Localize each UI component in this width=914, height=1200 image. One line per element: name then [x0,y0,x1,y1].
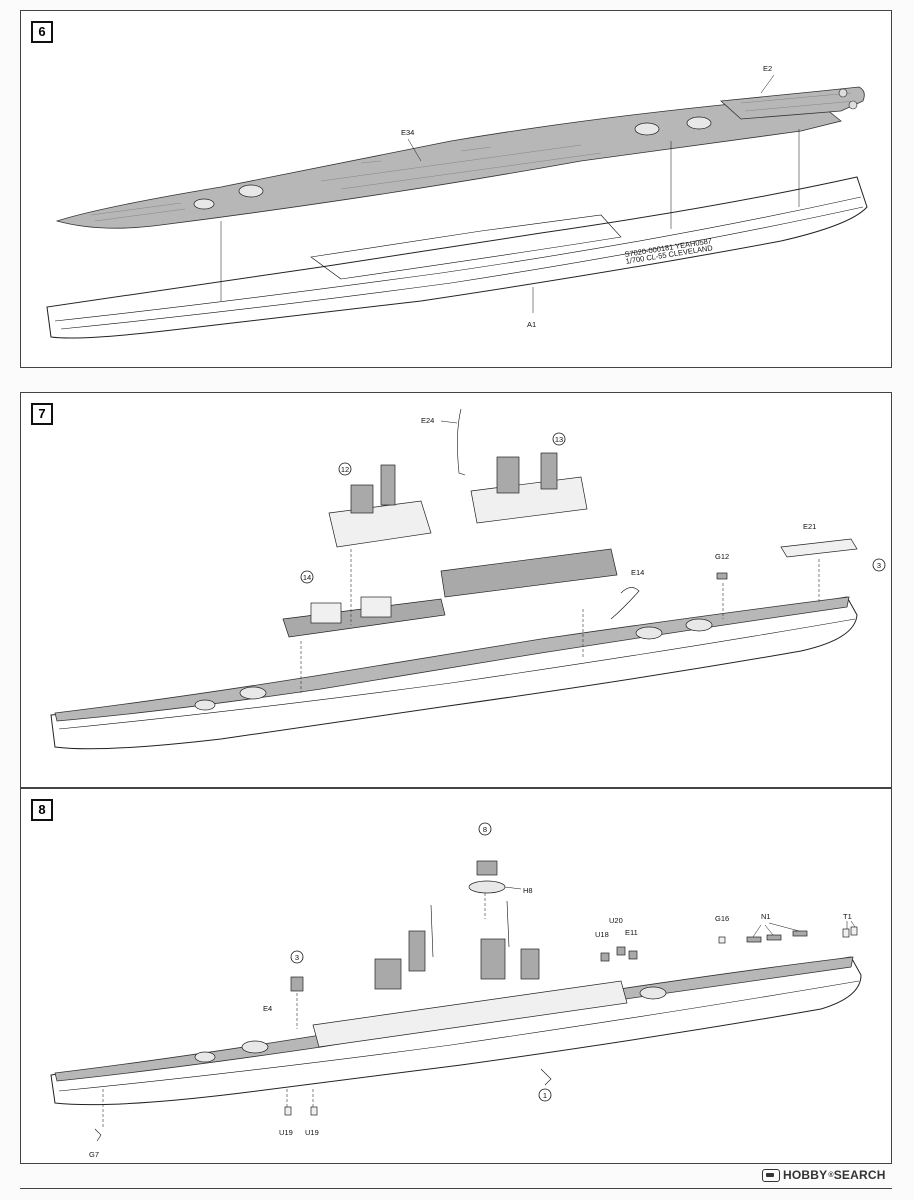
watermark: HOBBY® SEARCH [762,1168,886,1182]
next-panel-edge [20,1188,892,1189]
svg-text:1: 1 [543,1091,547,1100]
box-part-e11 [628,950,638,960]
label-e2: E2 [763,64,772,73]
turret-1 [310,602,342,624]
searchlight-part-e4 [290,976,304,992]
label-u20: U20 [609,916,623,925]
label-n1: N1 [761,912,771,921]
svg-text:14: 14 [303,573,311,582]
crane-part-g12 [716,572,728,580]
label-t1: T1 [843,912,852,921]
label-g16: G16 [715,914,729,923]
step-7-drawing: 12 13 14 3 E24 E14 E21 G12 [50,408,886,750]
svg-text:12: 12 [341,465,349,474]
watermark-suffix: SEARCH [833,1168,886,1182]
turret-2 [360,596,392,618]
label-e14: E14 [631,568,644,577]
reference-step-3: 3 [872,558,886,572]
reference-step-3: 3 [290,950,304,964]
float-part-n1-a [746,936,762,943]
watermark-brand: HOBBY [783,1168,828,1182]
mast-part-e24 [457,408,466,476]
float-part-n1-c [792,930,808,937]
step-7-panel: 12 13 14 3 E24 E14 E21 G12 7 [20,392,892,788]
top-part-t1-b [850,926,858,936]
catapult-part-e21 [780,538,858,558]
top-director-part [476,860,498,876]
hull-opening [310,214,622,280]
step-6-panel: S7020-000181 YEAH0587 1/700 CL-55 CLEVEL… [20,10,892,368]
svg-text:8: 8 [483,825,487,834]
step-8-panel: 8 3 1 H8 E4 U20 U18 E11 G16 N1 T1 U19 U1… [20,788,892,1164]
subassembly-ref-13: 13 [552,432,566,446]
bow-part-g7 [94,1128,102,1142]
top-part-t1-a [842,928,850,938]
label-e24: E24 [421,416,434,425]
mount-part-g16 [718,936,726,944]
shield-part-e14 [610,587,640,620]
svg-text:3: 3 [877,561,881,570]
lower-part-u19-a [284,1106,292,1116]
aft-funnel [496,456,520,494]
label-e11: E11 [625,928,638,937]
watermark-registered: ® [828,1171,834,1179]
label-g7: G7 [89,1150,99,1159]
label-u19-b: U19 [305,1128,319,1137]
bridge-tower [350,484,374,514]
label-e21: E21 [803,522,816,531]
aft-tower-assembly [470,476,588,524]
float-part-n1-b [766,934,782,941]
step-number: 7 [31,403,53,425]
platform-part-h8 [468,880,506,894]
hobbysearch-logo-icon [762,1168,780,1182]
svg-text:3: 3 [295,953,299,962]
subassembly-ref-12: 12 [338,462,352,476]
funnel [480,938,506,980]
label-e4: E4 [263,1004,272,1013]
label-u18: U18 [595,930,609,939]
subassembly-ref-1: 1 [538,1088,552,1102]
midship-superstructure [440,548,618,598]
full-superstructure [312,980,628,1048]
label-u19-a: U19 [279,1128,293,1137]
subassembly-ref-14: 14 [300,570,314,584]
label-a1: A1 [527,320,536,329]
aft-deck-rails [740,88,858,112]
deck-details [90,116,712,222]
bridge-director [380,464,396,506]
label-e34: E34 [401,128,414,137]
mount-part-u20 [616,946,626,956]
aft-director [520,948,540,980]
mount-part-u18 [600,952,610,962]
bridge-assembly [328,500,432,548]
lower-part-u19-b [310,1106,318,1116]
label-g12: G12 [715,552,729,561]
step-6-drawing: S7020-000181 YEAH0587 1/700 CL-55 CLEVEL… [46,64,868,339]
step-8-drawing: 8 3 1 H8 E4 U20 U18 E11 G16 N1 T1 U19 U1… [50,822,862,1159]
subassembly-ref-8: 8 [478,822,492,836]
forward-tower [374,958,402,990]
forward-director [408,930,426,972]
label-h8: H8 [523,886,533,895]
svg-text:13: 13 [555,435,563,444]
step-number: 8 [31,799,53,821]
step-number: 6 [31,21,53,43]
aft-director [540,452,558,490]
aft-fitting-part [540,1068,552,1086]
